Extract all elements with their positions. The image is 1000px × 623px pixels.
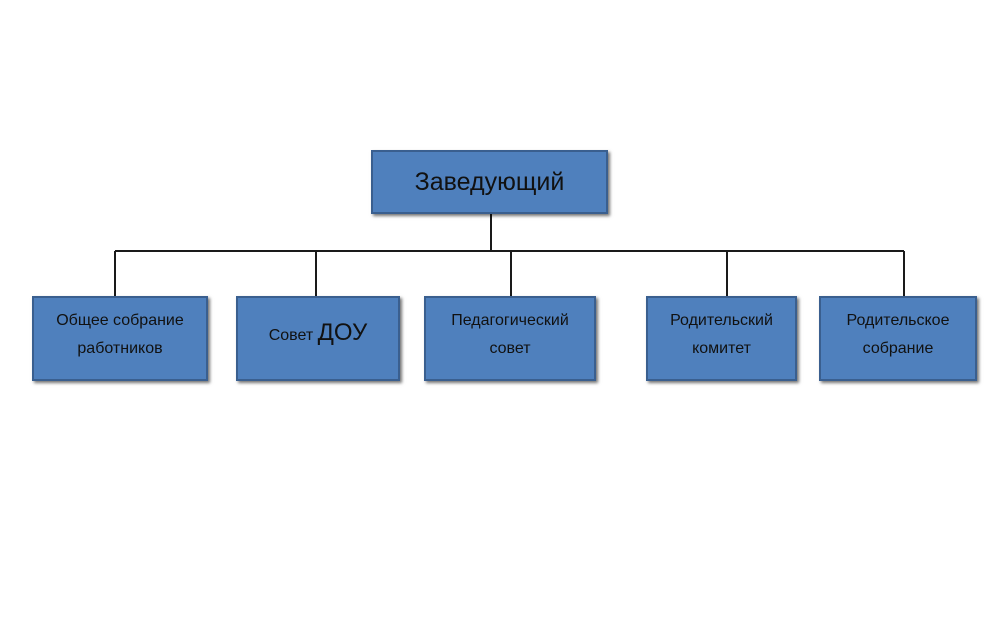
child-node-line: совет xyxy=(489,339,531,357)
council-prefix: Совет xyxy=(268,327,318,344)
root-node-head: Заведующий xyxy=(371,150,608,214)
council-emphasis: ДОУ xyxy=(317,319,368,346)
child-node-pedagogical-council: Педагогический совет xyxy=(424,296,596,381)
child-node-line: комитет xyxy=(692,339,751,357)
child-node-parent-committee: Родительский комитет xyxy=(646,296,797,381)
child-node-line: Общее собрание xyxy=(56,311,184,329)
child-node-line: Родительский xyxy=(670,311,773,329)
child-node-line: Родительское xyxy=(846,311,950,329)
child-node-line: Педагогический xyxy=(451,311,569,329)
child-node-parent-meeting: Родительское собрание xyxy=(819,296,977,381)
root-node-label: Заведующий xyxy=(414,168,565,196)
child-node-line: собрание xyxy=(862,339,934,357)
child-node-council: Совет ДОУ xyxy=(236,296,400,381)
child-node-general-meeting: Общее собрание работников xyxy=(32,296,208,381)
child-node-line: Совет ДОУ xyxy=(269,319,368,350)
child-node-line: работников xyxy=(77,339,163,357)
